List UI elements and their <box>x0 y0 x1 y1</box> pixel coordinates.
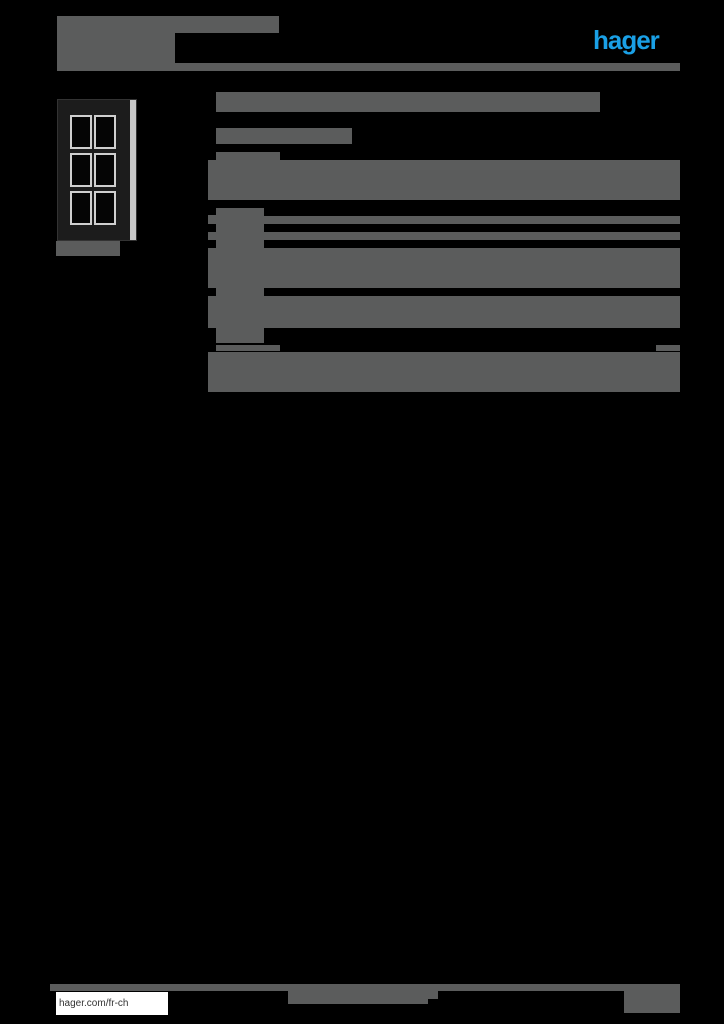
section-3-right-mark <box>656 345 680 351</box>
frame-cell <box>94 115 116 149</box>
footer-center-text-2 <box>288 999 428 1004</box>
footer-rule <box>50 984 680 991</box>
section-3-body <box>208 352 680 392</box>
section-2-mark <box>208 215 216 219</box>
header-rule <box>57 63 680 71</box>
product-reference <box>216 128 352 144</box>
footer-center-text <box>288 991 438 999</box>
section-2-row <box>208 232 680 240</box>
frame-cell <box>94 191 116 225</box>
footer-url[interactable]: hager.com/fr-ch <box>56 992 168 1015</box>
doc-subtitle <box>57 33 175 63</box>
product-name <box>216 92 600 112</box>
section-1-body <box>208 160 680 200</box>
doc-title <box>57 16 279 33</box>
section-2-row <box>208 248 680 288</box>
section-3-heading <box>216 345 280 351</box>
frame-cell <box>94 153 116 187</box>
hager-logo: hager <box>593 25 660 55</box>
frame-edge <box>130 100 136 240</box>
section-2-row <box>208 296 680 328</box>
image-caption <box>56 241 120 256</box>
frame-cell <box>70 153 92 187</box>
frame-cell <box>70 191 92 225</box>
product-image <box>57 99 137 241</box>
section-2-row <box>208 216 680 224</box>
footer-page <box>624 991 680 1013</box>
section-1-heading <box>216 152 280 162</box>
frame-cell <box>70 115 92 149</box>
